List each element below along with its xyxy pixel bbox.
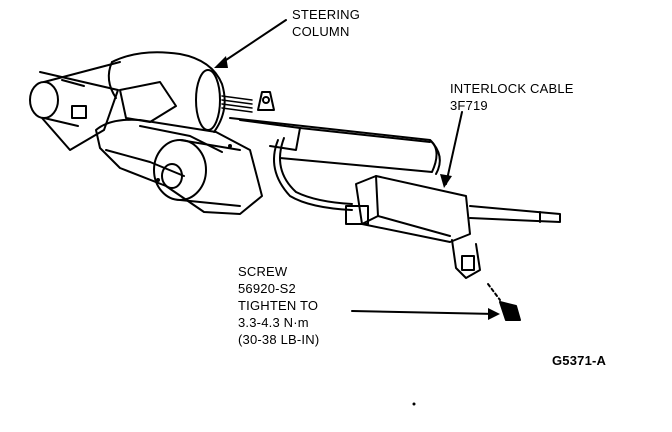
interlock-cable-path [273,137,353,211]
figure-id: G5371-A [552,353,607,368]
leader-lines [219,19,497,315]
screw-label-line-4: 3.3-4.3 N·m [238,315,309,330]
screw-label-line-3: TIGHTEN TO [238,298,319,313]
arrow-steering [214,56,228,68]
arrow-screw [488,308,500,320]
arrow-interlock [440,174,452,188]
column-housing [95,51,263,215]
steering-column-label: STEERING COLUMN [292,6,360,40]
screw-label: SCREW 56920-S2 TIGHTEN TO 3.3-4.3 N·m (3… [238,263,319,348]
screw-label-line-2: 56920-S2 [238,281,296,296]
column-left-end [29,61,121,151]
arrowheads [214,56,500,320]
mounting-bracket [239,91,301,151]
interlock-cable-label-line-2: 3F719 [450,98,488,113]
interlock-cable-label-line-1: INTERLOCK CABLE [450,81,574,96]
lower-cylinder [153,139,241,207]
screw-label-line-1: SCREW [238,264,288,279]
screw-label-line-5: (30-38 LB-IN) [238,332,320,347]
steering-column-label-line-2: COLUMN [292,24,350,39]
screw-icon [487,283,521,321]
steering-column-label-line-1: STEERING [292,7,361,22]
cable-rod [469,205,561,223]
steering-shaft-tube [229,117,441,175]
interlock-connector [345,175,481,279]
detail-marks [156,144,416,406]
spring-hatch [221,95,253,113]
interlock-cable-label: INTERLOCK CABLE 3F719 [450,80,574,114]
